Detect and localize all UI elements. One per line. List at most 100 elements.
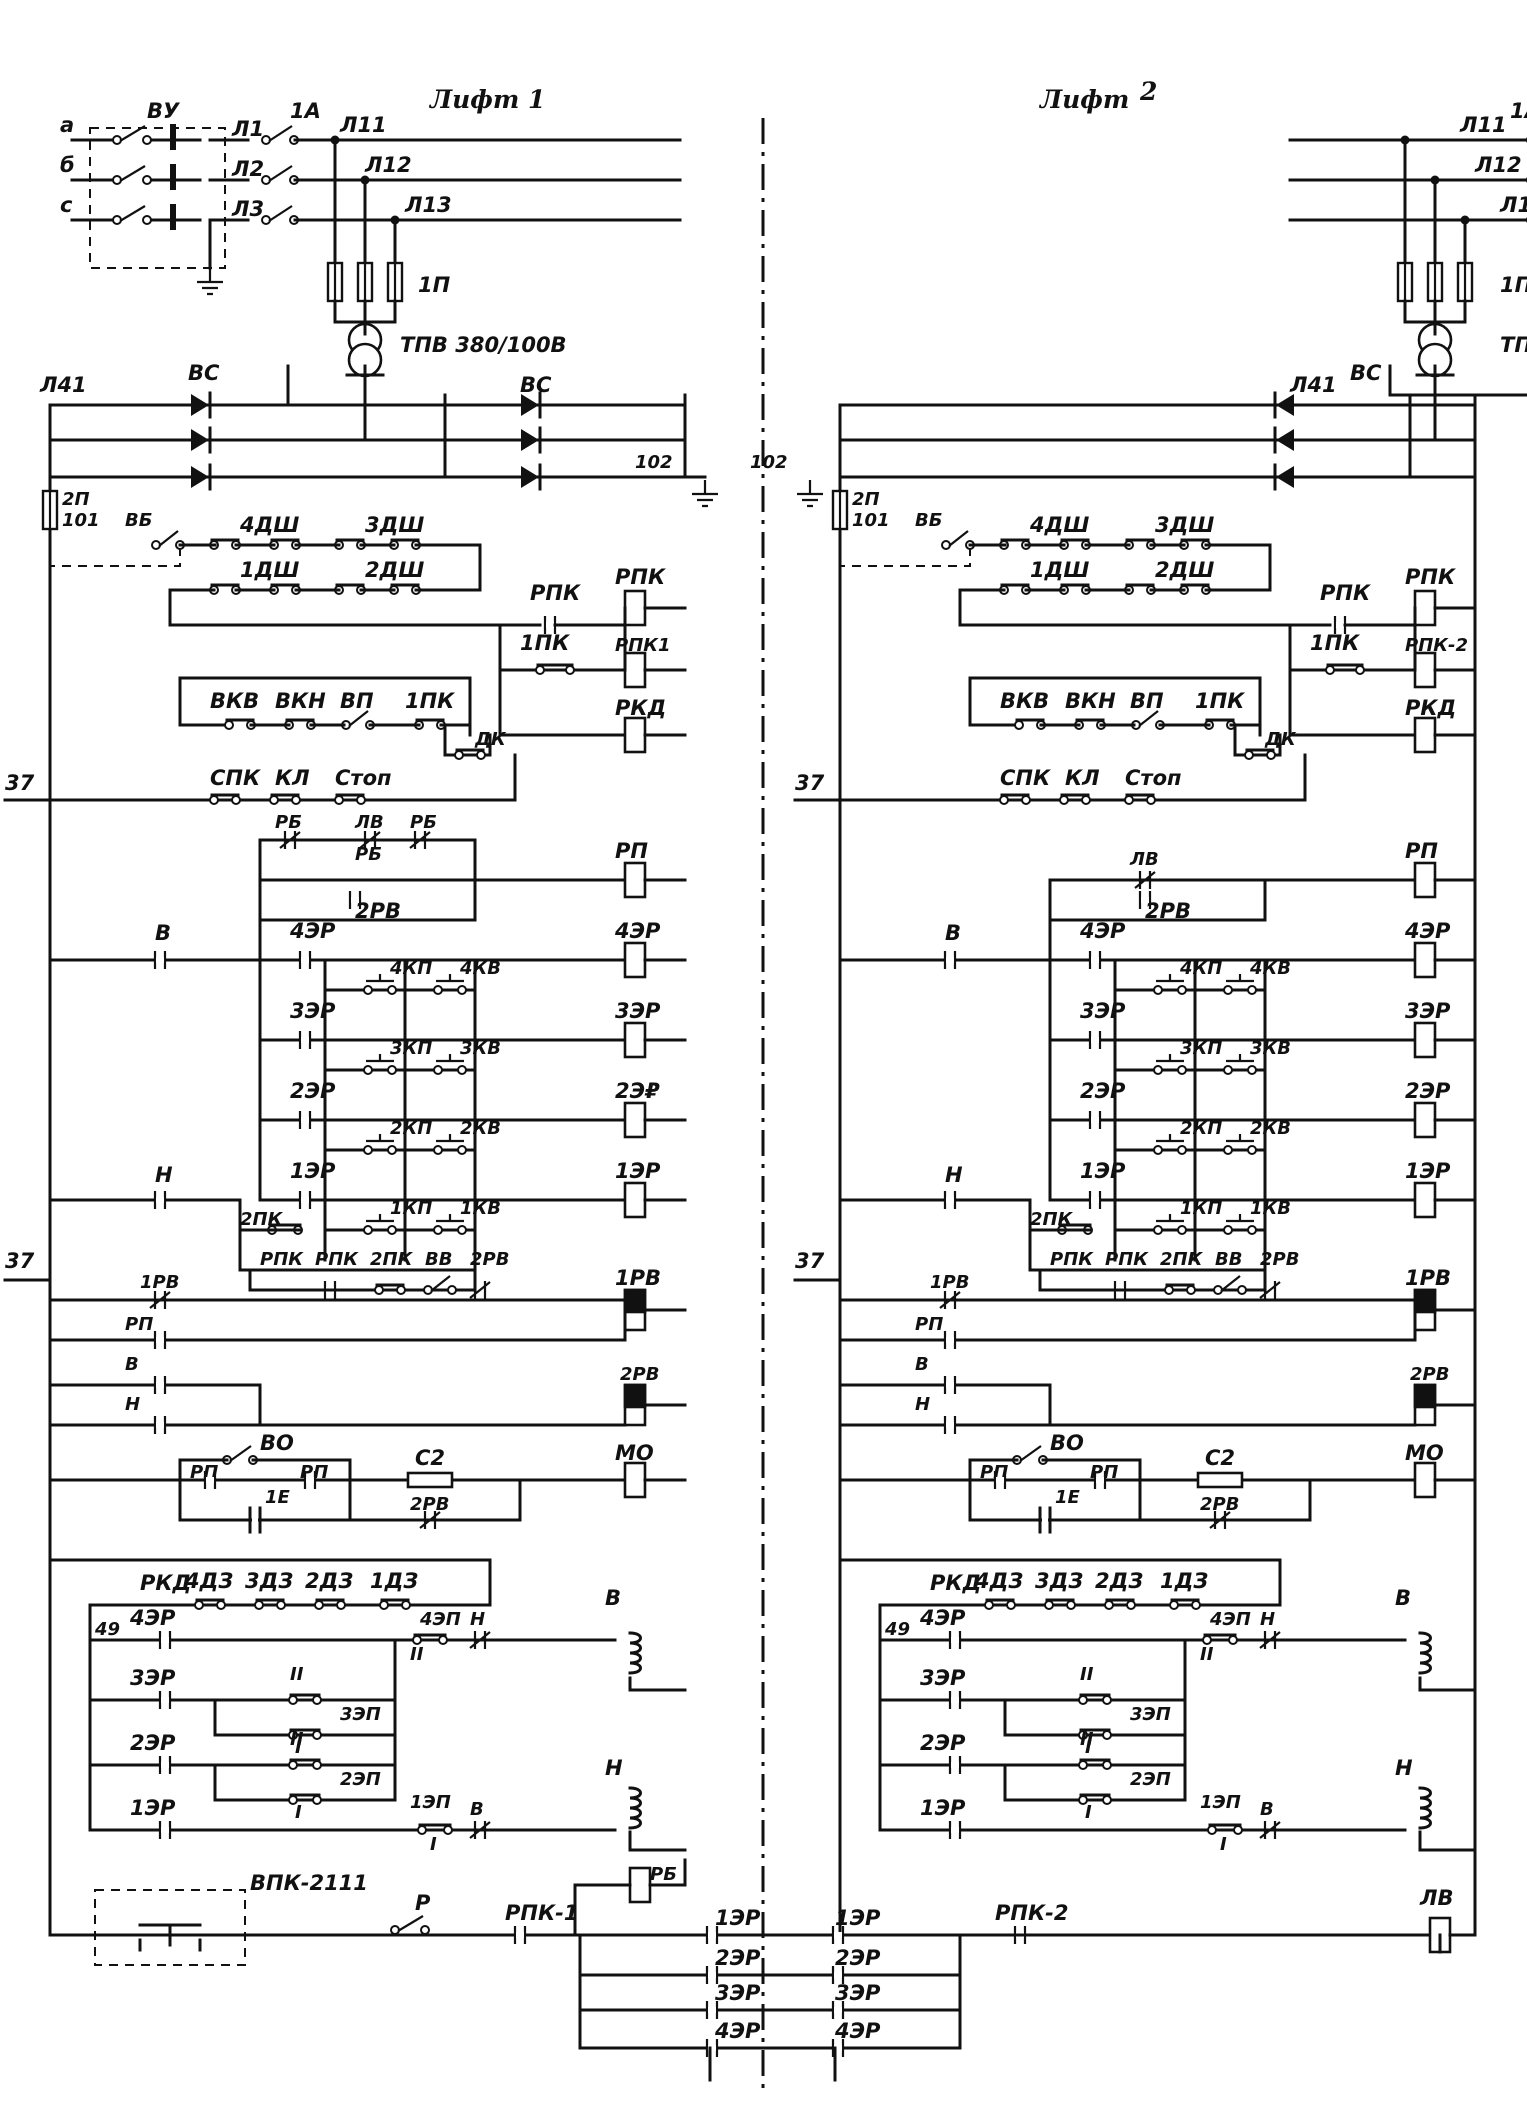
rpk-coil (623, 589, 647, 627)
relay-contact (705, 2001, 719, 2019)
capacitor-label: 1Е (265, 1487, 291, 1508)
contact-label: Н (1260, 1609, 1275, 1630)
contact-label: 2ПК (1160, 1249, 1204, 1270)
v-contact (153, 1376, 167, 1394)
coil-label: 4ЭР (614, 919, 661, 943)
floor-switch-contact (288, 1758, 322, 1770)
rp-coil (1413, 861, 1437, 899)
wire (628, 1830, 687, 1852)
contact-label: ВВ (1215, 1249, 1242, 1270)
floor-relay-contact (158, 1756, 172, 1774)
relay-label: 4ЭР (714, 2019, 761, 2043)
contact-label: 1ПК (1310, 631, 1360, 655)
stop-contact (1059, 793, 1091, 805)
rectifier-diode (521, 391, 542, 419)
switch-label: ВО (260, 1431, 294, 1455)
relay-contact (705, 1966, 719, 1984)
contact-label: 2РВ (410, 1494, 449, 1515)
contact-label: Н (470, 1609, 485, 1630)
contact-label: РП (125, 1314, 153, 1335)
contact-label: Н (915, 1394, 930, 1415)
call-button-kv (1223, 974, 1257, 995)
coil-label: 1РВ (615, 1266, 661, 1290)
phase-label: a (60, 113, 74, 137)
relay-label: 4ЭР (834, 2019, 881, 2043)
breaker-bar (170, 204, 176, 230)
wire (648, 1858, 687, 1887)
line-out-label: Л13 (404, 193, 452, 217)
node-label: 37 (5, 771, 35, 795)
call-button-kp (1153, 1134, 1187, 1155)
rv1-coil-fill (1413, 1288, 1437, 1314)
contact-label: ДК (1264, 729, 1297, 750)
stop-label: 1ДЗ (370, 1569, 418, 1593)
line-in-label: Л1 (231, 117, 264, 141)
n-contact (153, 1191, 167, 1209)
shaft-door-label: 4ДШ (239, 513, 299, 537)
mo-coil (623, 1461, 647, 1499)
rkd-coil (1413, 716, 1437, 754)
coil-label: 2Э₽ (615, 1079, 660, 1103)
contact-label: ДК (474, 729, 507, 750)
call-button-kp (363, 1054, 397, 1075)
dk-contact (454, 748, 486, 760)
relay-contact (831, 1966, 845, 1984)
contact-label: РБ (355, 844, 382, 865)
shaft-door-contact (1059, 583, 1091, 595)
floor-switch-contact (1202, 1633, 1238, 1645)
coil-label: ЛВ (1419, 1886, 1453, 1910)
call-button-kp (363, 1214, 397, 1235)
winding-coil (1418, 1631, 1432, 1675)
ground-icon (197, 268, 223, 296)
shaft-door-label: 2ДШ (1155, 558, 1214, 582)
vv-switch (1213, 1275, 1247, 1295)
contact-label: РПК (315, 1249, 359, 1270)
pk1-contact (535, 663, 575, 675)
contact-label: В (1260, 1799, 1274, 1820)
n-contact (153, 1416, 167, 1434)
node-label: 37 (795, 1249, 825, 1273)
coil-label: РП (615, 839, 648, 863)
switch-label: Р (415, 1891, 431, 1915)
rectifier-label: ВС (188, 361, 220, 385)
resistor (406, 1471, 454, 1489)
v-contact (153, 951, 167, 969)
shaft-door-label: 2ДШ (365, 558, 424, 582)
relay-label: 1ЭР (130, 1796, 176, 1820)
stop-label: КЛ (275, 766, 310, 790)
switch-label: 1ЭП (1200, 1792, 1241, 1813)
floor-relay-hold-contact (1088, 1111, 1102, 1129)
floor-stop-contact (194, 1598, 226, 1610)
rv2-contact (1209, 1511, 1231, 1529)
contact-label: ВВ (425, 1249, 452, 1270)
winding-label: В (605, 1586, 621, 1610)
coil-label: РПК (615, 565, 666, 589)
line-out-label: Л11 (1459, 113, 1507, 137)
roman-label: I (1085, 1802, 1092, 1823)
switch-label: 1ЭП (410, 1792, 451, 1813)
n-contact (1259, 1631, 1281, 1649)
safety-label: ВКН (1065, 689, 1116, 713)
winding-label: Н (1395, 1756, 1413, 1780)
rectifier-diode (1273, 463, 1294, 491)
junction-dot (1430, 175, 1440, 185)
switch-label: 2ЭП (1130, 1769, 1171, 1790)
n-contact (943, 1191, 957, 1209)
dashed-link (49, 530, 181, 567)
call-button-kv (433, 1134, 467, 1155)
mo-coil (1413, 1461, 1437, 1499)
dashed-link (94, 1889, 246, 1966)
roman-label: II (1080, 1729, 1094, 1750)
rectifier-diode (1273, 426, 1294, 454)
floor-relay-coil (1413, 1101, 1437, 1139)
breaker-bar (170, 164, 176, 190)
switch-label: 3ЭП (340, 1704, 381, 1725)
roman-label: II (410, 1644, 424, 1665)
relay-label: 1ЭР (715, 1906, 761, 1930)
rv1-contact (149, 1291, 171, 1309)
contact-label: РП (915, 1314, 943, 1335)
floor-stop-contact (254, 1598, 286, 1610)
